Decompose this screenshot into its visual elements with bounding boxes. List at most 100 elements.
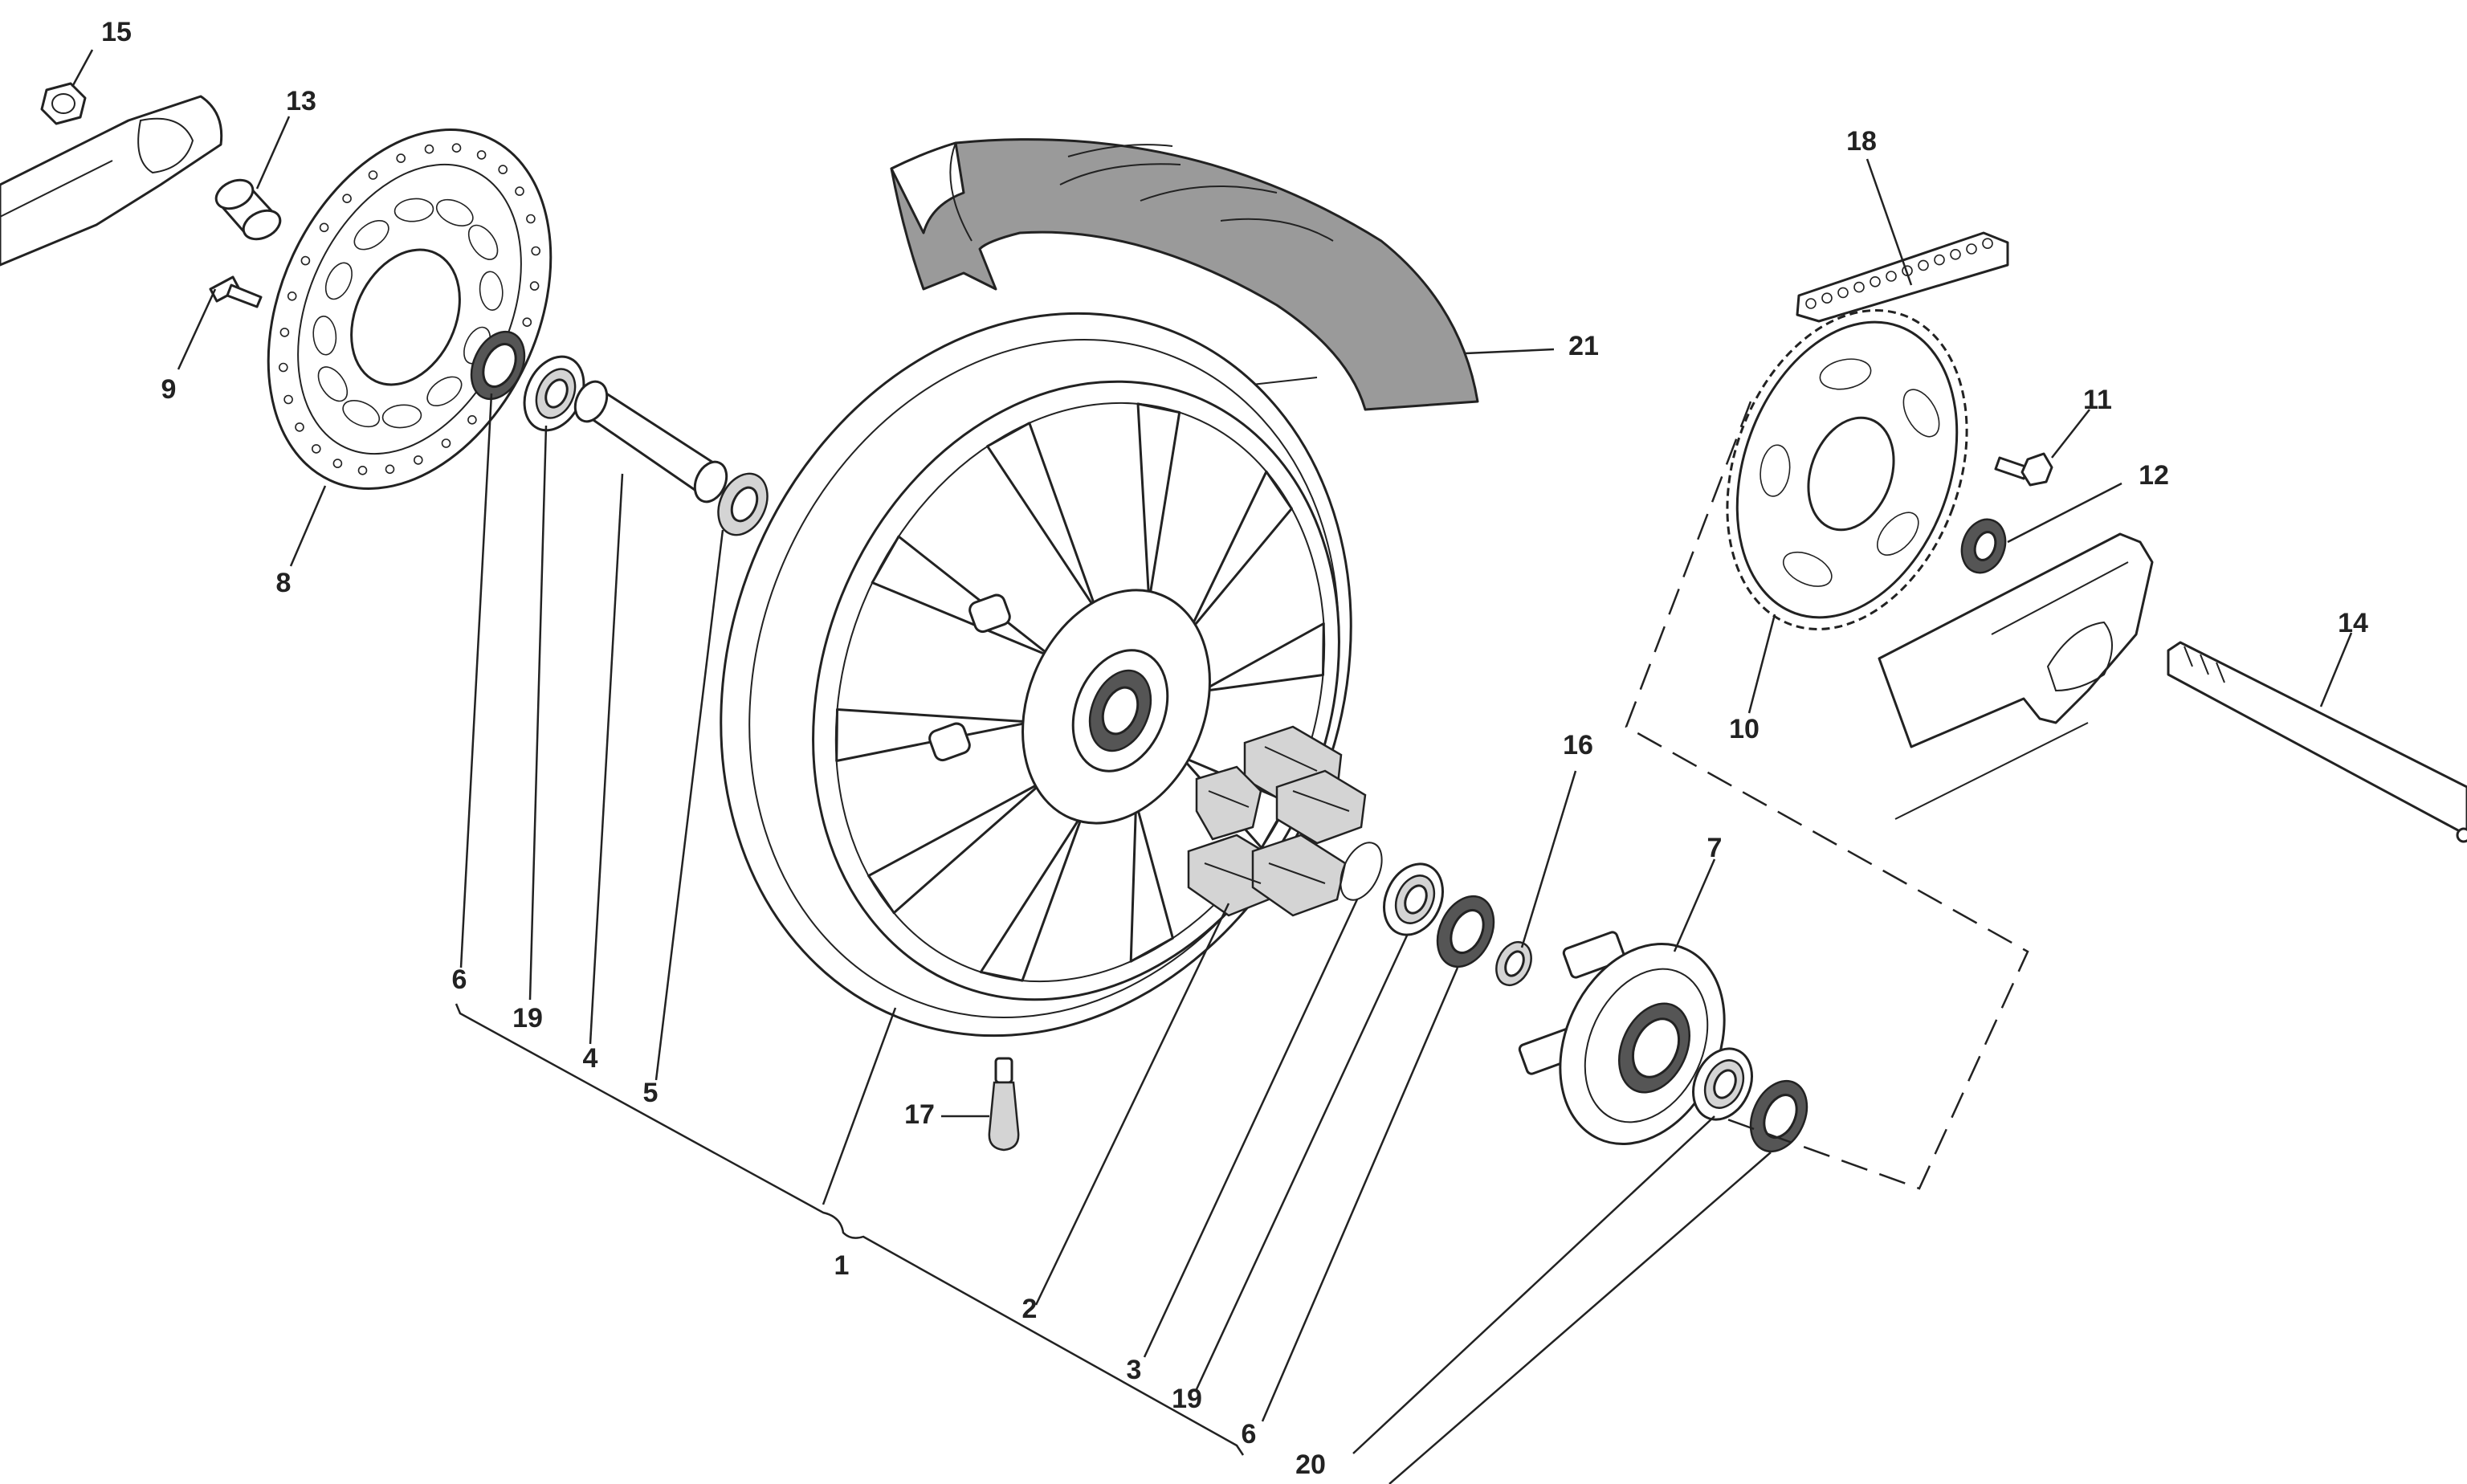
chain-roller — [1870, 275, 1881, 287]
disc-vent-holes — [278, 143, 541, 475]
disc-hole — [441, 438, 451, 448]
leader-lines — [71, 49, 2353, 1484]
disc-slot — [317, 366, 349, 402]
chain-roller — [1805, 298, 1817, 309]
chain-roller — [1853, 281, 1865, 293]
sprocket-hole — [1783, 551, 1833, 587]
disc-hole — [529, 281, 540, 291]
sprocket-hole — [1760, 444, 1791, 497]
disc-hole — [413, 455, 423, 465]
wheel-spoke — [1188, 470, 1293, 634]
brake-disc — [267, 128, 553, 490]
disc-hole — [279, 328, 290, 337]
right-oil-seal — [1749, 1079, 1808, 1153]
cush-drive-rubbers — [1187, 725, 1367, 917]
callout-12: 12 — [2139, 460, 2169, 491]
sprocket-carrier — [1518, 931, 1726, 1145]
sprocket-hole — [1877, 512, 1919, 556]
callout-20: 20 — [1295, 1449, 1326, 1480]
callout-4: 4 — [583, 1043, 598, 1074]
right-swingarm — [1878, 532, 2154, 820]
disc-bolt — [209, 275, 263, 308]
disc-hole — [368, 170, 378, 180]
disc-hole — [300, 255, 311, 266]
wheel-spoke — [1136, 402, 1181, 603]
callout-19b: 19 — [1172, 1384, 1202, 1414]
disc-slot — [426, 376, 463, 407]
callout-14: 14 — [2338, 608, 2368, 638]
disc-slot — [393, 198, 434, 222]
sprocket-assembly-group-outline — [1625, 401, 2029, 1190]
callout-7: 7 — [1707, 833, 1723, 863]
wheel-spoke — [1200, 622, 1325, 693]
circlip — [1340, 842, 1383, 901]
chain-roller — [1886, 271, 1897, 282]
callout-2: 2 — [1022, 1294, 1038, 1324]
chain-roller — [1966, 243, 1977, 255]
disc-hole — [424, 144, 434, 154]
disc-slot — [479, 271, 504, 311]
disc-slot — [324, 262, 353, 300]
chain-roller — [1918, 259, 1929, 271]
wheel-assembly-bracket — [455, 1003, 1245, 1456]
disc-slot — [435, 198, 474, 226]
disc-hole — [515, 186, 524, 196]
chain-roller — [1821, 292, 1833, 304]
sprocket-carrier-bearing — [1692, 1047, 1753, 1121]
rear-axle — [2167, 641, 2467, 843]
callout-16: 16 — [1563, 730, 1593, 760]
callout-9: 9 — [161, 374, 177, 405]
disc-hole — [526, 214, 536, 224]
callout-13: 13 — [286, 86, 316, 116]
wheel-spoke — [867, 780, 1045, 915]
wheel-spoke — [871, 535, 1053, 658]
callout-15: 15 — [101, 17, 132, 47]
wheel-spoke — [1129, 801, 1174, 963]
disc-hole — [342, 194, 352, 203]
chain-roller — [1837, 287, 1849, 299]
disc-hole — [498, 165, 508, 174]
chain-roller — [1934, 254, 1945, 266]
disc-slot — [381, 404, 422, 429]
chain-roller — [1982, 238, 1993, 250]
callout-11: 11 — [2083, 385, 2112, 415]
wheel-rim — [720, 312, 1352, 1038]
disc-slot — [467, 224, 499, 260]
wheel-spoke — [986, 422, 1098, 612]
disc-hole — [319, 222, 329, 233]
disc-hole — [522, 317, 532, 328]
callout-3: 3 — [1127, 1355, 1142, 1385]
callout-21: 21 — [1568, 331, 1599, 361]
callout-18: 18 — [1846, 126, 1877, 157]
disc-hole — [287, 291, 297, 301]
left-swingarm — [0, 95, 223, 267]
sprocket-hole — [1819, 358, 1872, 390]
callout-17: 17 — [904, 1099, 935, 1130]
callout-10: 10 — [1729, 714, 1760, 744]
sprocket-spacer-ring — [1495, 941, 1532, 986]
left-oil-seal — [470, 330, 526, 401]
sprocket-lightening-holes — [1760, 358, 1940, 587]
disc-slot — [312, 316, 337, 356]
disc-slot — [342, 400, 381, 428]
tire — [890, 138, 1479, 411]
disc-hole — [311, 444, 321, 454]
callout-6b: 6 — [1242, 1419, 1257, 1449]
drive-chain-section — [1796, 231, 2009, 323]
sprocket-hole — [1902, 389, 1940, 438]
callout-6: 6 — [452, 964, 467, 995]
callout-19: 19 — [512, 1003, 543, 1034]
tire-valve — [988, 1057, 1020, 1152]
disc-hole — [283, 394, 293, 405]
distance-tube — [573, 380, 728, 503]
disc-hole — [531, 246, 541, 256]
chain-roller — [1950, 248, 1961, 260]
disc-hole — [476, 150, 487, 160]
right-wheel-bearing — [1383, 862, 1444, 936]
spacer-washer — [717, 472, 769, 536]
disc-slot — [353, 219, 389, 251]
axle-nut — [40, 82, 87, 125]
callout-1: 1 — [834, 1250, 850, 1281]
disc-hole — [295, 422, 304, 432]
